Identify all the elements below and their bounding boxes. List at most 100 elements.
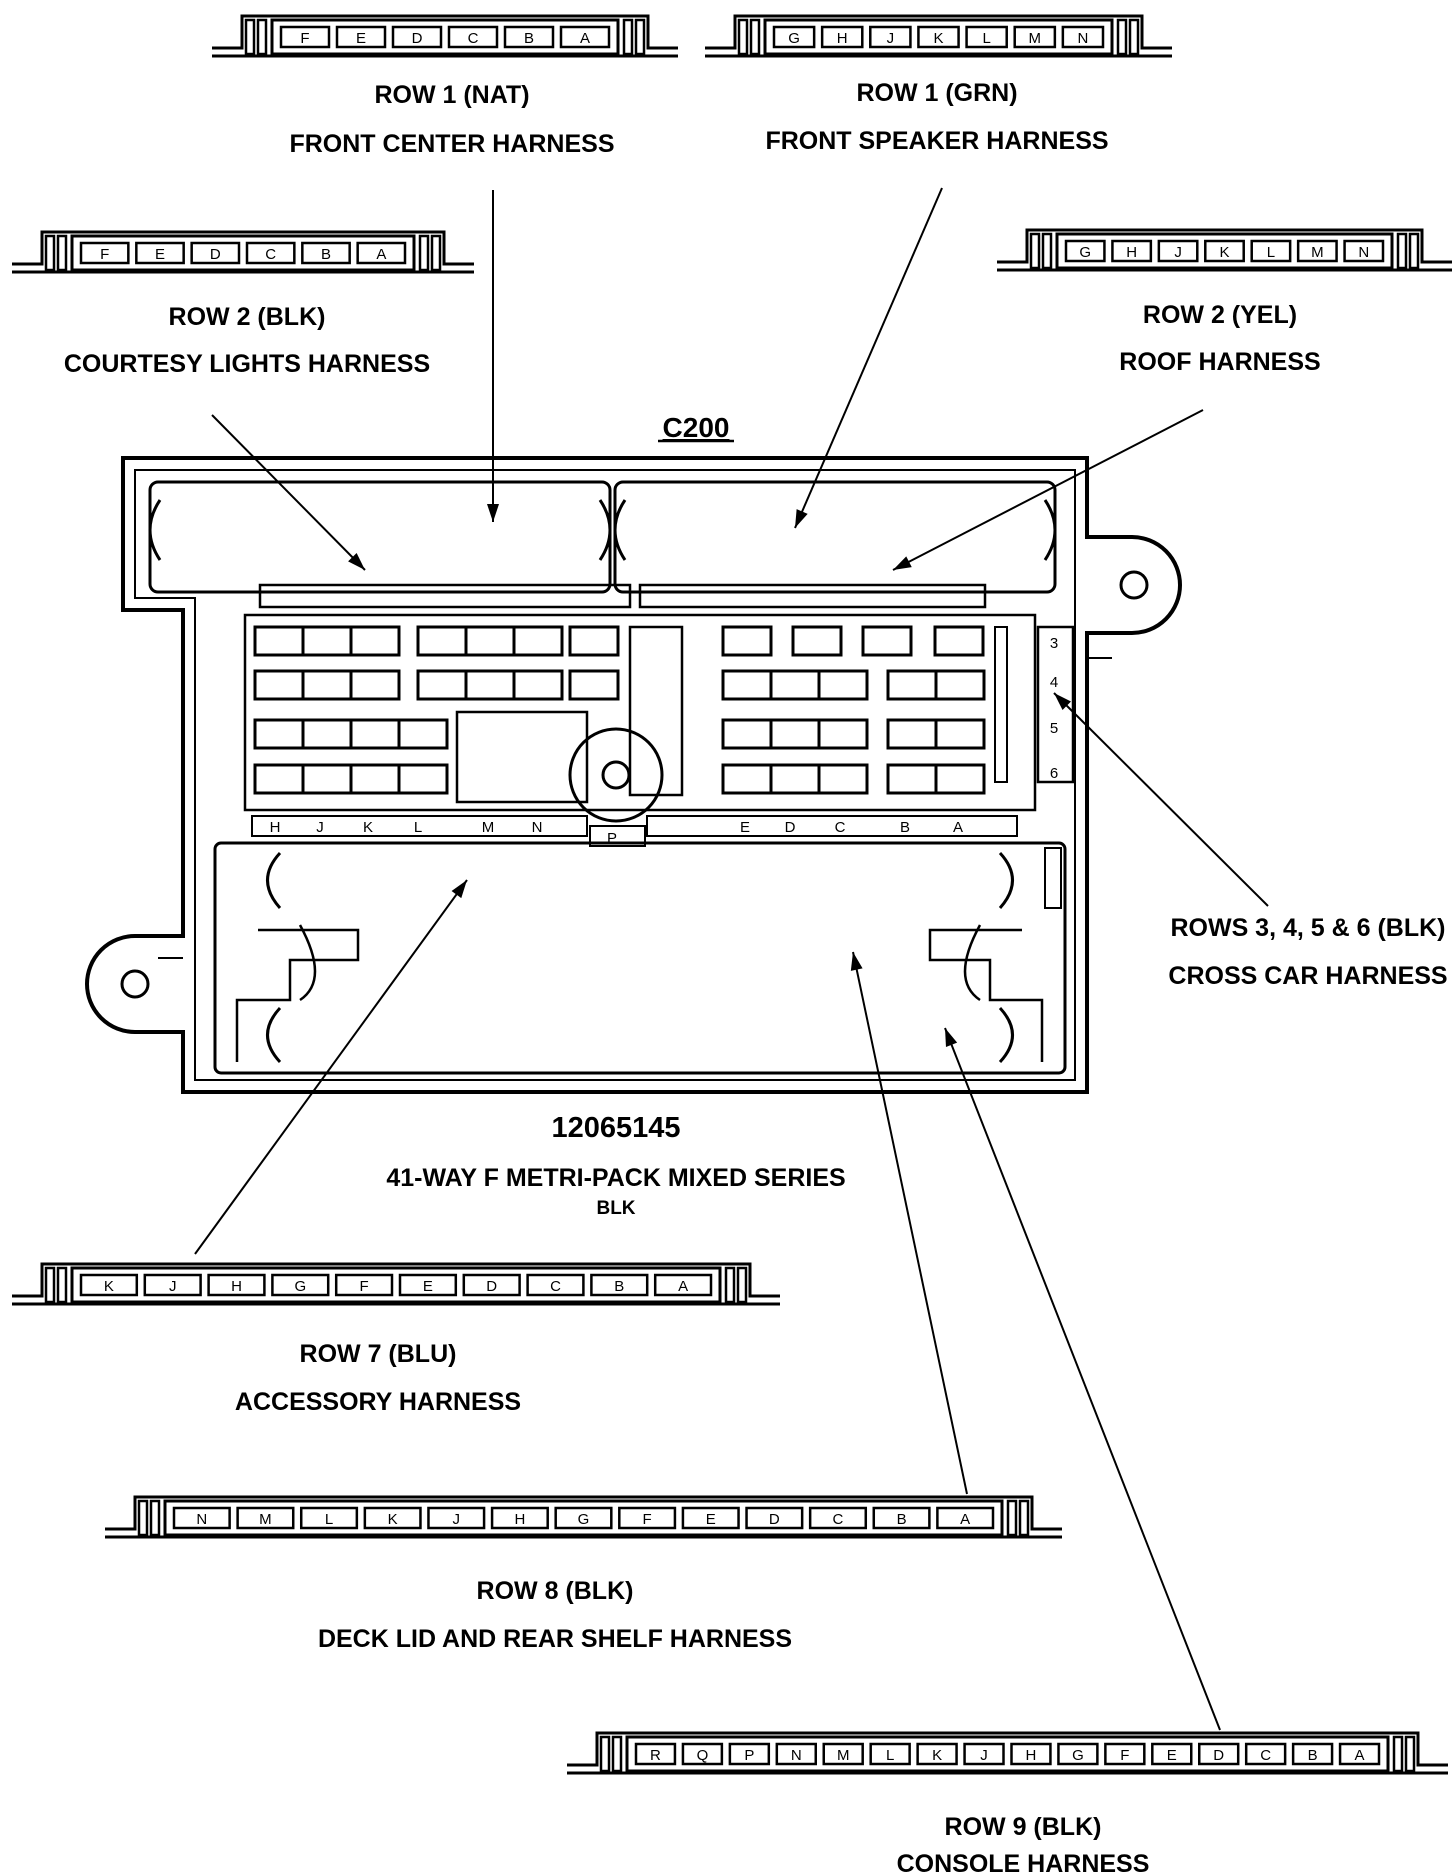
pin-label: K xyxy=(1219,244,1229,261)
pin-cell xyxy=(681,1742,724,1766)
pin-cell xyxy=(503,25,555,49)
pin-cell xyxy=(172,1506,231,1530)
terminal-cavity xyxy=(933,625,985,657)
terminal-cavity xyxy=(301,763,353,795)
caption-row2-yel: ROW 2 (YEL) ROOF HARNESS xyxy=(1119,301,1320,376)
terminal-cavity xyxy=(349,763,401,795)
leader-arrow xyxy=(211,414,366,571)
caption-row9-blk: ROW 9 (BLK) CONSOLE HARNESS xyxy=(897,1813,1150,1874)
terminal-cavity xyxy=(416,625,468,657)
pin-label: E xyxy=(423,1278,433,1295)
caption-row1-grn: ROW 1 (GRN) FRONT SPEAKER HARNESS xyxy=(765,79,1108,155)
pin-label: 5 xyxy=(1050,720,1058,737)
terminal-cavity xyxy=(512,669,564,701)
pin-label: A xyxy=(1355,1747,1365,1764)
pin-label: M xyxy=(837,1747,850,1764)
rows-harness-label: CROSS CAR HARNESS xyxy=(1168,962,1447,990)
terminal-cavity xyxy=(721,763,773,795)
leader-arrow xyxy=(487,190,499,522)
pin-cell xyxy=(820,25,864,49)
pin-label: C xyxy=(1260,1747,1271,1764)
terminal-cavity xyxy=(253,669,305,701)
pin-label: J xyxy=(453,1511,461,1528)
pin-cell xyxy=(963,1742,1005,1766)
pin-label: N xyxy=(532,819,543,836)
pin-label: F xyxy=(360,1278,369,1295)
leader-arrows xyxy=(194,187,1269,1731)
pin-cell xyxy=(618,1506,677,1530)
pin-label: D xyxy=(486,1278,497,1295)
pin-label: B xyxy=(321,246,331,263)
pin-label: F xyxy=(643,1511,652,1528)
pin-cell xyxy=(916,1742,958,1766)
pin-cell xyxy=(965,25,1008,49)
terminal-cavity xyxy=(349,718,401,750)
pin-label: A xyxy=(960,1511,970,1528)
pin-cell xyxy=(634,1742,677,1766)
caption-row2-blk: ROW 2 (BLK) COURTESY LIGHTS HARNESS xyxy=(64,303,430,378)
leader-arrow xyxy=(850,951,968,1495)
pin-label: H xyxy=(837,30,848,47)
terminal-cavity xyxy=(886,718,938,750)
pin-cell xyxy=(1338,1742,1381,1766)
terminal-cavity xyxy=(568,625,620,657)
pin-cell xyxy=(1151,1742,1193,1766)
pin-cell xyxy=(79,241,130,265)
pin-cell xyxy=(363,1506,422,1530)
pin-label: 4 xyxy=(1050,674,1058,691)
pin-label: L xyxy=(982,30,990,47)
pin-cell xyxy=(1343,239,1385,263)
pin-label: B xyxy=(1308,1747,1318,1764)
harness-label: ROOF HARNESS xyxy=(1119,348,1320,376)
bottom-cavity xyxy=(213,841,1067,1075)
pin-cell xyxy=(822,1742,864,1766)
pin-label: N xyxy=(791,1747,802,1764)
pin-label: B xyxy=(614,1278,624,1295)
pin-label: B xyxy=(900,819,910,836)
pin-cell xyxy=(135,241,185,265)
pin-cell xyxy=(554,1506,613,1530)
pin-label: H xyxy=(514,1511,525,1528)
pin-cell xyxy=(745,1506,804,1530)
row-label: ROW 2 (BLK) xyxy=(169,303,326,331)
terminal-cavity xyxy=(769,669,821,701)
leader-arrow xyxy=(944,1027,1221,1731)
center-block xyxy=(628,625,684,797)
row-label: ROW 8 (BLK) xyxy=(477,1577,634,1605)
pin-label: D xyxy=(412,30,423,47)
pin-label: G xyxy=(578,1511,590,1528)
pin-label: G xyxy=(788,30,800,47)
pin-cell xyxy=(681,1506,740,1530)
pin-cell xyxy=(936,1506,995,1530)
terminal-cavity xyxy=(253,625,305,657)
terminal-cavity xyxy=(253,718,305,750)
pin-cell xyxy=(775,1742,817,1766)
pin-cell xyxy=(1204,239,1245,263)
pin-cell xyxy=(207,1273,266,1297)
housing-outline xyxy=(85,456,1182,1094)
pin-cell xyxy=(79,1273,139,1297)
pin-label: K xyxy=(104,1278,114,1295)
pin-label: C xyxy=(265,246,276,263)
terminal-cavity xyxy=(861,625,913,657)
terminal-cavity xyxy=(934,669,986,701)
pin-cell xyxy=(1198,1742,1240,1766)
pin-label: N xyxy=(1358,244,1369,261)
pin-label: J xyxy=(316,819,324,836)
leader-arrow xyxy=(794,187,943,529)
terminal-cavity xyxy=(769,718,821,750)
pin-label: E xyxy=(155,246,165,263)
pin-label: D xyxy=(1213,1747,1224,1764)
row-label: ROW 1 (GRN) xyxy=(856,79,1017,107)
c200-connector-body xyxy=(85,456,1182,1094)
pin-cell xyxy=(872,1506,931,1530)
pin-label: G xyxy=(1079,244,1091,261)
pin-label: F xyxy=(100,246,109,263)
harness-label: FRONT SPEAKER HARNESS xyxy=(765,127,1108,155)
terminal-cavity xyxy=(397,718,449,750)
